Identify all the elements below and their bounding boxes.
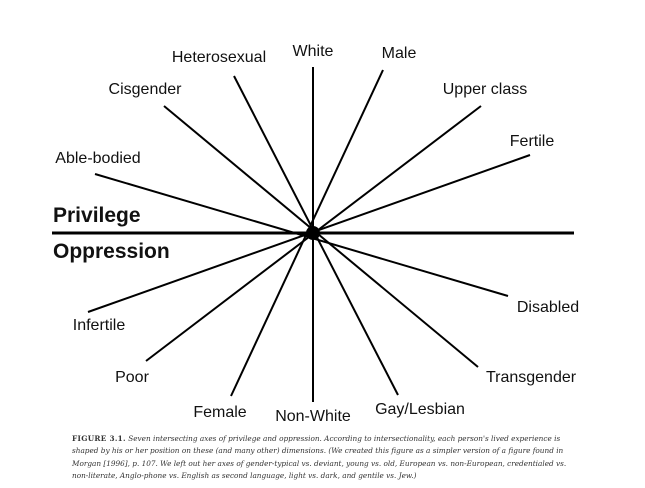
axis-label-male: Male <box>382 45 417 62</box>
axis-label-poor: Poor <box>115 369 149 386</box>
axis-label-cisgender: Cisgender <box>109 81 183 98</box>
axis-label-upper-class: Upper class <box>443 81 527 98</box>
axis-label-disabled: Disabled <box>517 299 579 316</box>
axis-ablebodied-disabled <box>94 173 509 297</box>
axis-label-gay-lesbian: Gay/Lesbian <box>375 401 465 418</box>
axis-label-heterosexual: Heterosexual <box>172 49 266 66</box>
axis-label-able-bodied: Able-bodied <box>55 150 140 167</box>
caption-text: Seven intersecting axes of privilege and… <box>72 434 567 481</box>
figure-caption: FIGURE 3.1. Seven intersecting axes of p… <box>72 433 572 483</box>
axis-label-non-white: Non-White <box>275 408 351 425</box>
axis-label-transgender: Transgender <box>486 369 577 386</box>
axis-label-female: Female <box>193 404 246 421</box>
axis-label-fertile: Fertile <box>510 133 555 150</box>
axis-cisgender-transgender <box>163 105 479 368</box>
figure-number: FIGURE 3.1. <box>72 434 126 443</box>
axis-label-white: White <box>293 43 334 60</box>
axes-diagram: Privilege Oppression White Male Upper cl… <box>52 43 579 425</box>
intersection-point <box>306 226 320 240</box>
privilege-label: Privilege <box>53 204 141 227</box>
oppression-label: Oppression <box>53 240 170 263</box>
axis-label-infertile: Infertile <box>73 317 126 334</box>
